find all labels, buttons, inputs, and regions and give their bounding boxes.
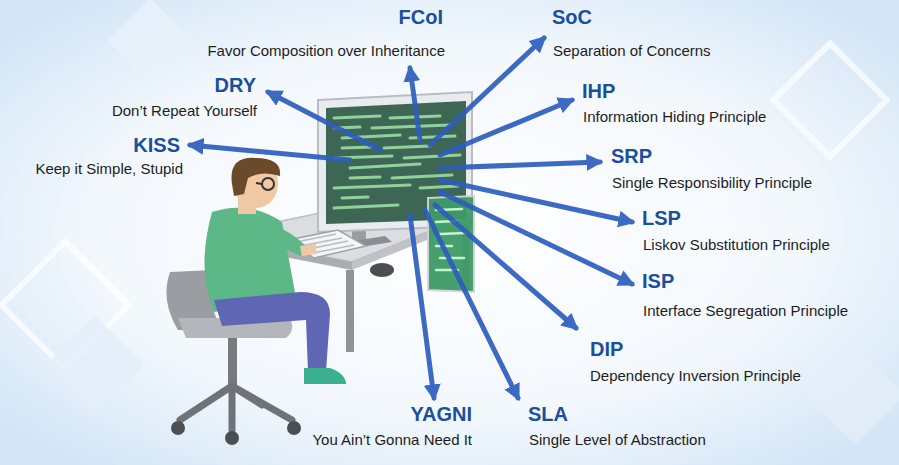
principle-acronym: DRY xyxy=(215,74,256,97)
programmer xyxy=(204,158,346,384)
principle-name: Keep it Simple, Stupid xyxy=(35,160,183,177)
principle-name: Single Responsibility Principle xyxy=(612,174,812,191)
principle-acronym: YAGNI xyxy=(410,403,472,426)
programmer xyxy=(304,368,346,384)
principle-acronym: ISP xyxy=(642,270,674,293)
principle-acronym: DIP xyxy=(590,338,623,361)
arrow xyxy=(268,92,380,150)
principle-acronym: SRP xyxy=(611,145,652,168)
principle-name: Favor Composition over Inheritance xyxy=(207,42,445,59)
arrow xyxy=(425,210,518,398)
arrow xyxy=(190,38,632,398)
programmer xyxy=(262,222,306,256)
principle-acronym: KISS xyxy=(133,134,180,157)
principle-name: Liskov Substitution Principle xyxy=(643,236,830,253)
principle-acronym: SLA xyxy=(528,403,568,426)
keyboard-mouse xyxy=(370,263,394,277)
chair xyxy=(228,338,237,386)
arrow xyxy=(435,205,576,328)
arrow xyxy=(440,162,600,168)
chair xyxy=(180,386,292,430)
background xyxy=(806,346,899,445)
background xyxy=(108,0,193,82)
arrow xyxy=(440,180,632,222)
principle-name: Separation of Concerns xyxy=(553,42,711,59)
principle-acronym: SoC xyxy=(552,6,592,29)
programmer xyxy=(214,292,330,372)
background xyxy=(46,316,145,415)
principle-name: You Ain’t Gonna Need It xyxy=(312,431,472,448)
desk xyxy=(346,270,354,352)
chair xyxy=(171,421,185,435)
principle-name: Interface Segregation Principle xyxy=(643,302,848,319)
principle-acronym: FCoI xyxy=(399,6,443,29)
arrow xyxy=(430,38,544,145)
keyboard-mouse xyxy=(288,230,394,277)
principle-name: Information Hiding Principle xyxy=(583,108,766,125)
chair xyxy=(225,431,239,445)
arrow xyxy=(410,68,420,140)
arrow xyxy=(410,215,434,398)
principle-name: Don’t Repeat Yourself xyxy=(112,102,257,119)
monitor xyxy=(428,196,474,292)
principle-acronym: IHP xyxy=(582,80,615,103)
arrow xyxy=(190,145,350,160)
principle-name: Single Level of Abstraction xyxy=(529,431,706,448)
programmer xyxy=(256,183,262,184)
arrow xyxy=(440,192,632,284)
arrow xyxy=(440,100,572,155)
background xyxy=(773,43,886,156)
chair xyxy=(287,421,301,435)
principle-name: Dependency Inversion Principle xyxy=(590,367,801,384)
programmer xyxy=(300,244,316,256)
principle-acronym: LSP xyxy=(642,207,681,230)
programmer xyxy=(232,158,281,196)
programmer xyxy=(262,178,274,190)
